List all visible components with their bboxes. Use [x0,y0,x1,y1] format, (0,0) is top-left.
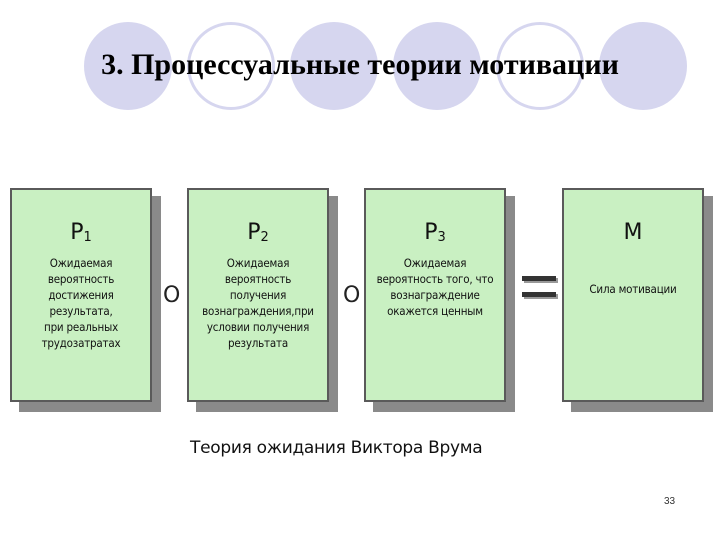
box-heading: M [623,220,643,245]
diagram-caption: Теория ожидания Виктора Врума [190,438,483,458]
box-description: Ожидаемая вероятность получения вознагра… [202,256,314,350]
decor-circle [496,22,584,110]
box-description: Ожидаемая вероятность достижения результ… [41,256,121,350]
box-heading: P3 [424,220,446,245]
box-description: Сила мотивации [589,282,677,296]
equals-bar [522,276,556,281]
box-heading: P1 [70,220,92,245]
decor-circle [187,22,275,110]
decor-circle [599,22,687,110]
decor-circle [393,22,481,110]
operator-symbol: O [163,283,181,308]
box-description: Ожидаемая вероятность того, что вознагра… [376,256,494,318]
equals-bar [522,292,556,297]
operator-symbol: O [343,283,361,308]
page-number: 33 [664,496,676,507]
equals-sign [522,276,556,308]
diagram-box-p3: P3 Ожидаемая вероятность того, что возна… [364,188,506,402]
slide-title: 3. Процессуальные теории мотивации [101,48,619,81]
diagram-box-m: M Сила мотивации [562,188,704,402]
diagram-box-p2: P2 Ожидаемая вероятность получения возна… [187,188,329,402]
decor-circle [84,22,172,110]
decor-circle [290,22,378,110]
diagram-box-p1: P1 Ожидаемая вероятность достижения резу… [10,188,152,402]
box-heading: P2 [247,220,269,245]
